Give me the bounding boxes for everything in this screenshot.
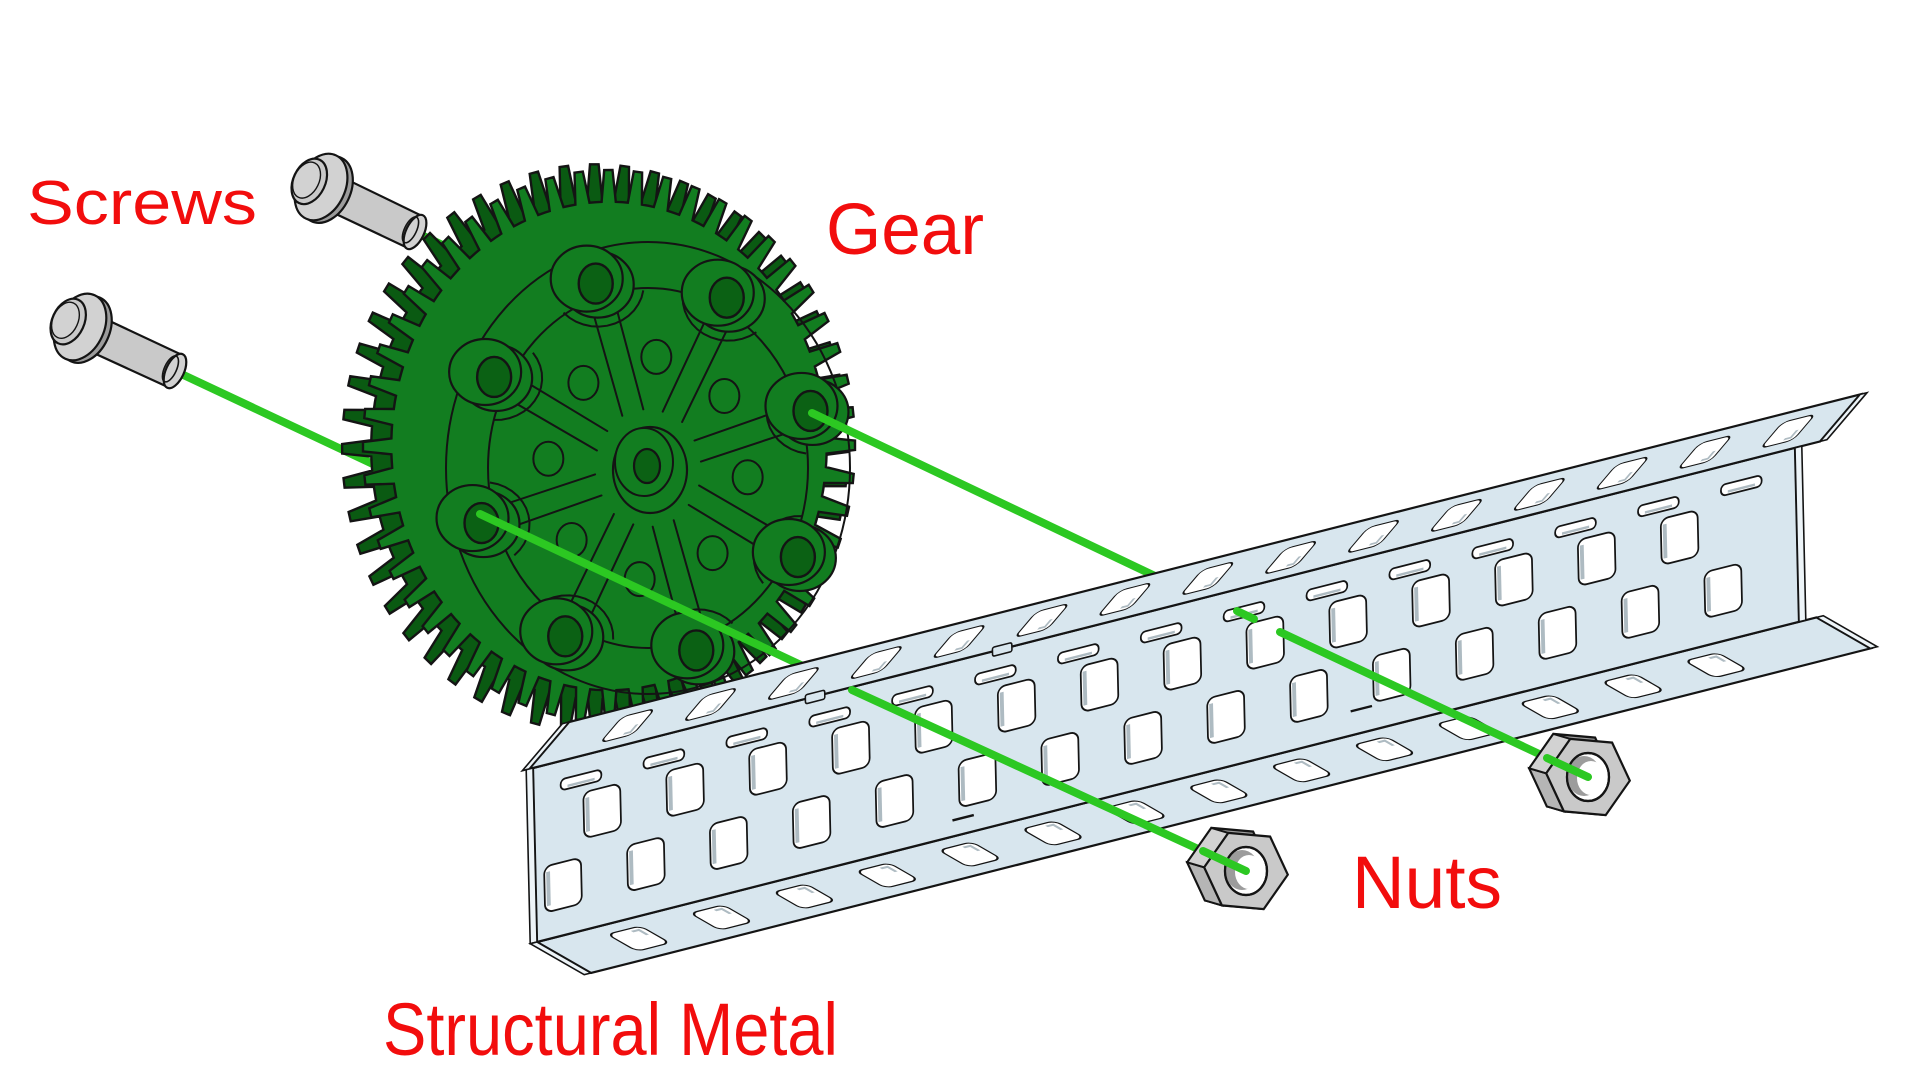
structural-metal-channel (520, 391, 1880, 976)
label-nuts: Nuts (1352, 841, 1502, 924)
assembly-axis-line-tips (1199, 754, 1592, 875)
gear-face-details (435, 241, 851, 695)
label-screws: Screws (27, 169, 257, 238)
screw (290, 152, 428, 251)
assembly-axis-lines-middle (476, 409, 1161, 671)
screw (49, 292, 188, 390)
label-gear: Gear (826, 190, 984, 270)
gear-illustration (340, 163, 857, 733)
assembly-axis-lines-front (848, 607, 1592, 875)
label-structural-metal: Structural Metal (383, 988, 838, 1071)
screws-group (49, 152, 428, 390)
